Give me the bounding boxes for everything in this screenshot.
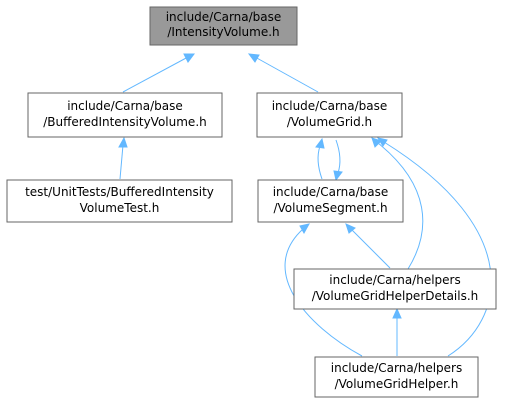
edge-volumegrid-to-helperdetails bbox=[371, 137, 424, 270]
node-label-line: include/Carna/base bbox=[272, 99, 388, 113]
node-buffered-intensity-volume[interactable]: include/Carna/base /BufferedIntensityVol… bbox=[27, 92, 223, 138]
node-volume-grid[interactable]: include/Carna/base /VolumeGrid.h bbox=[256, 92, 403, 138]
edge-helperdetails-to-helper bbox=[392, 307, 402, 356]
edge-segment-to-helperdetails bbox=[345, 223, 391, 269]
node-label-line: /IntensityVolume.h bbox=[167, 25, 279, 39]
node-label-line: /VolumeGrid.h bbox=[287, 115, 372, 129]
node-volume-segment[interactable]: include/Carna/base /VolumeSegment.h bbox=[257, 179, 404, 223]
node-volume-grid-helper[interactable]: include/Carna/helpers /VolumeGridHelper.… bbox=[314, 356, 479, 398]
node-buffered-intensity-volume-test[interactable]: test/UnitTests/BufferedIntensity VolumeT… bbox=[6, 179, 233, 223]
edge-volumegrid-to-helper bbox=[376, 137, 492, 357]
edge-intensity-to-volumegrid bbox=[247, 53, 319, 93]
node-label-line: /BufferedIntensityVolume.h bbox=[43, 115, 206, 129]
node-label-line: include/Carna/base bbox=[67, 99, 183, 113]
node-volume-grid-helper-details[interactable]: include/Carna/helpers /VolumeGridHelperD… bbox=[293, 268, 497, 310]
edge-volumegrid-to-segment-up bbox=[315, 137, 325, 180]
node-label-line: include/Carna/helpers bbox=[329, 273, 460, 287]
edge-intensity-to-buffered bbox=[122, 53, 195, 93]
node-label-line: include/Carna/base bbox=[273, 185, 389, 199]
node-label-line: /VolumeGridHelper.h bbox=[335, 377, 459, 391]
node-label-line: include/Carna/helpers bbox=[331, 361, 462, 375]
node-intensity-volume[interactable]: include/Carna/base /IntensityVolume.h bbox=[149, 6, 298, 46]
node-label-line: include/Carna/base bbox=[166, 10, 282, 24]
edge-buffered-to-test bbox=[118, 136, 128, 180]
edge-volumegrid-to-segment-down bbox=[333, 139, 343, 182]
node-label-line: /VolumeGridHelperDetails.h bbox=[312, 289, 479, 303]
node-label-line: VolumeTest.h bbox=[80, 201, 160, 215]
node-label-line: /VolumeSegment.h bbox=[273, 201, 387, 215]
node-label-line: test/UnitTests/BufferedIntensity bbox=[25, 185, 214, 199]
